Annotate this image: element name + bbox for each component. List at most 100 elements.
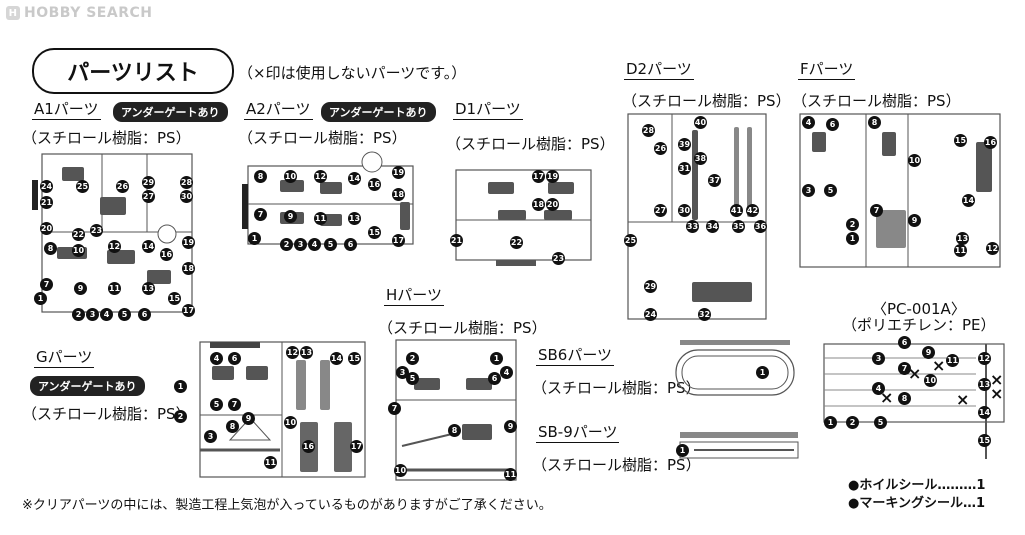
part-number: 6 (826, 118, 839, 131)
part-number: 38 (694, 152, 707, 165)
part-number: 17 (350, 440, 363, 453)
runner-pc: 6 3 9 7 8 10 11 12 13 1 4 14 2 5 15 × × … (816, 334, 1012, 466)
part-number: 10 (394, 464, 407, 477)
part-number: 7 (388, 402, 401, 415)
part-number: 22 (72, 228, 85, 241)
part-shape (498, 210, 526, 220)
part-shape (414, 378, 440, 390)
part-number: 24 (40, 180, 53, 193)
footer-note: ※クリアパーツの中には、製造工程上気泡が入っているものがありますがご了承ください… (22, 498, 552, 513)
part-number: 9 (504, 420, 517, 433)
part-number: 19 (392, 166, 405, 179)
part-number: 14 (142, 240, 155, 253)
part-number: 22 (510, 236, 523, 249)
part-number: 2 (280, 238, 293, 251)
part-number: 37 (708, 174, 721, 187)
part-number: 13 (978, 378, 991, 391)
runner-frame-g (199, 341, 366, 478)
part-number: 18 (182, 262, 195, 275)
part-number: 11 (264, 456, 277, 469)
part-number: 8 (448, 424, 461, 437)
part-number: 23 (552, 252, 565, 265)
part-number: 10 (72, 244, 85, 257)
part-shape (212, 366, 234, 380)
part-number: 2 (406, 352, 419, 365)
runner-h: 2 1 3 4 5 6 7 8 9 10 11 (388, 338, 522, 486)
part-number: 12 (286, 346, 299, 359)
under-gate-badge-a2: アンダーゲートあり (321, 102, 436, 122)
part-number: 14 (978, 406, 991, 419)
material-d2: （スチロール樹脂：PS） (622, 92, 791, 110)
part-number: 1 (248, 232, 261, 245)
part-shape (147, 270, 171, 284)
part-shape (876, 210, 906, 248)
part-shape (488, 182, 514, 194)
part-shape (692, 130, 698, 220)
section-label-a1: A1パーツ (32, 100, 101, 120)
part-number: 23 (90, 224, 103, 237)
part-shape (692, 282, 752, 302)
material-a2: （スチロール樹脂：PS） (238, 129, 407, 147)
section-label-sb9: SB-9パーツ (536, 423, 620, 443)
part-number: 6 (488, 372, 501, 385)
part-number: 7 (870, 204, 883, 217)
part-number: 15 (978, 434, 991, 447)
runner-a2: 8 10 12 14 19 16 18 7 9 11 13 15 17 1 2 … (240, 151, 422, 252)
part-number: 13 (956, 232, 969, 245)
part-shape (882, 132, 896, 156)
section-label-d1: D1パーツ (453, 100, 523, 120)
part-number: 9 (922, 346, 935, 359)
part-number: 5 (874, 416, 887, 429)
unused-x-mark: × (990, 370, 1004, 389)
part-number: 12 (314, 170, 327, 183)
part-number: 12 (986, 242, 999, 255)
part-number: 9 (908, 214, 921, 227)
part-number: 29 (142, 176, 155, 189)
part-number: 27 (142, 190, 155, 203)
part-shape (100, 197, 126, 215)
part-number: 19 (182, 236, 195, 249)
part-shape (280, 180, 304, 192)
runner-frame-f (799, 113, 1001, 268)
part-number: 35 (732, 220, 745, 233)
part-number: 21 (450, 234, 463, 247)
part-number: 31 (678, 162, 691, 175)
runner-d1: 17 19 18 20 21 22 23 (448, 160, 598, 268)
part-number: 29 (644, 280, 657, 293)
under-gate-badge-g: アンダーゲートあり (30, 376, 145, 396)
logo-icon: H (6, 6, 20, 20)
part-number: 4 (308, 238, 321, 251)
part-number: 8 (226, 420, 239, 433)
part-number: 12 (978, 352, 991, 365)
part-number: 5 (118, 308, 131, 321)
unused-x-mark: × (908, 364, 922, 383)
part-number: 19 (546, 170, 559, 183)
part-number: 1 (756, 366, 769, 379)
part-number: 11 (504, 468, 517, 481)
part-shape (466, 378, 492, 390)
part-number: 7 (228, 398, 241, 411)
part-number: 2 (72, 308, 85, 321)
section-label-d2: D2パーツ (624, 60, 694, 80)
part-number: 28 (180, 176, 193, 189)
part-number: 4 (500, 366, 513, 379)
part-number: 10 (924, 374, 937, 387)
runner-a1: 24 25 26 21 29 27 28 30 20 22 23 12 14 1… (32, 152, 204, 321)
part-number: 5 (406, 372, 419, 385)
part-number: 25 (624, 234, 637, 247)
part-shape (334, 422, 352, 472)
part-shape (296, 360, 306, 410)
part-number: 15 (368, 226, 381, 239)
marking-seal-count: ●マーキングシール…1 (848, 496, 985, 511)
part-number: 1 (34, 292, 47, 305)
part-number: 5 (824, 184, 837, 197)
part-number: 17 (182, 304, 195, 317)
page-title: パーツリスト (32, 48, 234, 94)
part-number: 30 (678, 204, 691, 217)
section-label-sb6: SB6パーツ (536, 346, 615, 366)
part-number: 5 (210, 398, 223, 411)
part-number: 3 (802, 184, 815, 197)
part-number: 3 (872, 352, 885, 365)
material-a1: （スチロール樹脂：PS） (22, 129, 191, 147)
material-sb6: （スチロール樹脂：PS） (532, 379, 701, 397)
